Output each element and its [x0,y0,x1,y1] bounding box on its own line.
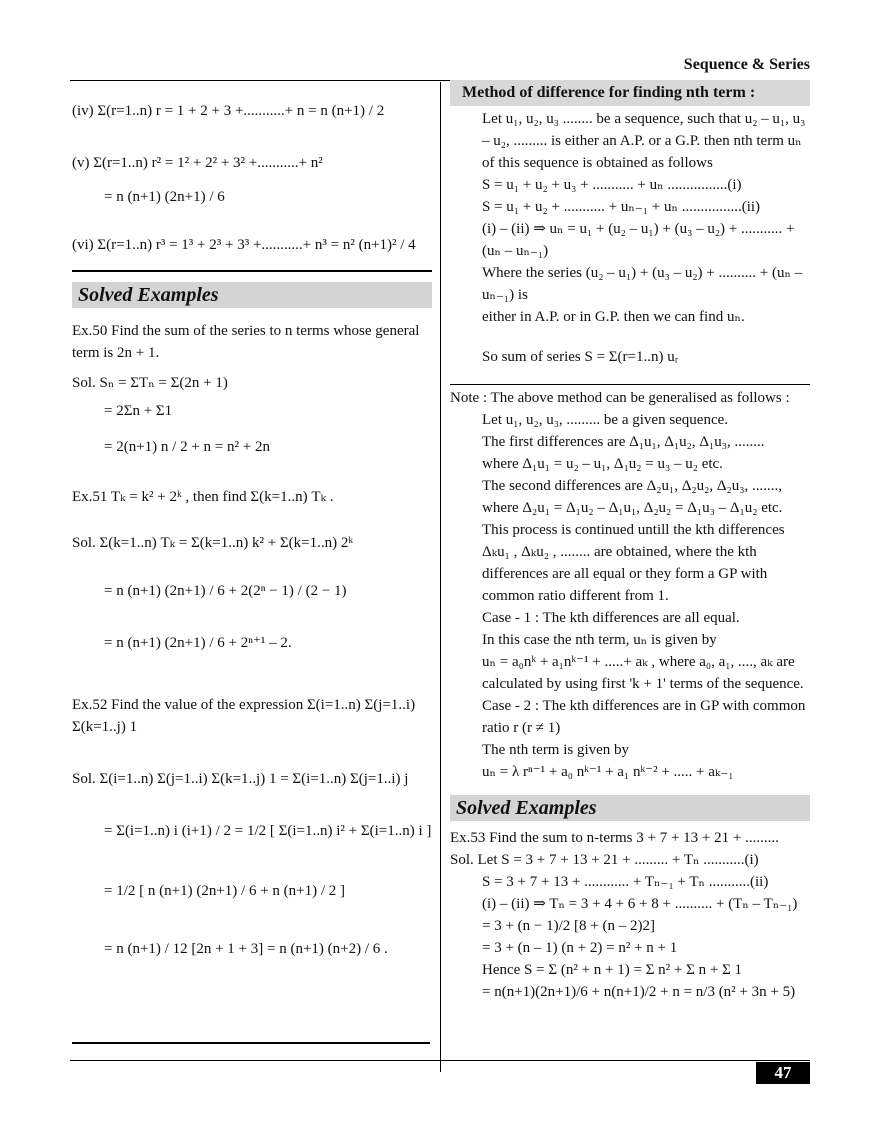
ex53-question: Ex.53 Find the sum to n-terms 3 + 7 + 13… [450,830,779,846]
method-either: either in A.P. or in G.P. then we can fi… [482,309,745,325]
method-intro: Let u₁, u₂, u₃ ........ be a sequence, s… [482,111,806,171]
ex53-sol-line4: = 3 + (n − 1)/2 [8 + (n – 2)2] [482,918,655,934]
ex51-sol-line2: = n (n+1) (2n+1) / 6 + 2(2ⁿ − 1) / (2 − … [104,583,347,599]
ex50-sol-line3: = 2(n+1) n / 2 + n = n² + 2n [104,439,270,455]
method-eq2: S = u₁ + u₂ + ........... + uₙ₋₁ + uₙ ..… [482,199,761,215]
note-line1: Let u₁, u₂, u₃, ......... be a given seq… [482,412,729,428]
note-line3: where Δ₁u₁ = u₂ – u₁, Δ₁u₂ = u₃ – u₂ etc… [482,456,723,472]
left-column: (iv) Σ(r=1..n) r = 1 + 2 + 3 +..........… [72,92,432,960]
ex52-sol-line3: = 1/2 [ n (n+1) (2n+1) / 6 + n (n+1) / 2… [104,883,346,899]
method-heading: Method of difference for finding nth ter… [450,80,810,106]
page-number: 47 [756,1062,810,1084]
ex53-sol-line3: (i) – (ii) ⇒ Tₙ = 3 + 4 + 6 + 8 + ......… [482,896,798,912]
formula-v: (v) Σ(r=1..n) r² = 1² + 2² + 3² +.......… [72,155,323,171]
note-line2: The first differences are Δ₁u₁, Δ₁u₂, Δ₁… [482,434,765,450]
note-line5: where Δ₂u₁ = Δ₁u₂ – Δ₁u₁, Δ₂u₂ = Δ₁u₃ – … [482,500,783,516]
running-header: Sequence & Series [683,56,810,73]
ex51-sol-line3: = n (n+1) (2n+1) / 6 + 2ⁿ⁺¹ – 2. [104,635,292,651]
ex52-sol-line4: = n (n+1) / 12 [2n + 1 + 3] = n (n+1) (n… [104,941,388,957]
note-line4: The second differences are Δ₂u₁, Δ₂u₂, Δ… [482,478,782,494]
formula-vi: (vi) Σ(r=1..n) r³ = 1³ + 2³ + 3³ +......… [72,237,416,253]
case2-heading: Case - 2 : The kth differences are in GP… [482,698,806,736]
ex52-sol-line1: Sol. Σ(i=1..n) Σ(j=1..i) Σ(k=1..j) 1 = Σ… [72,771,409,787]
case1-line1: In this case the nth term, uₙ is given b… [482,632,717,648]
header-rule [70,80,810,81]
solved-examples-heading-2: Solved Examples [450,795,810,821]
ex53-sol-line2: S = 3 + 7 + 13 + ............ + Tₙ₋₁ + T… [482,874,769,890]
case2-line1: The nth term is given by [482,742,630,758]
method-eq3: (i) – (ii) ⇒ uₙ = u₁ + (u₂ – u₁) + (u₃ –… [482,221,795,259]
ex53-sol-line7: = n(n+1)(2n+1)/6 + n(n+1)/2 + n = n/3 (n… [482,984,796,1000]
right-column: Method of difference for finding nth ter… [450,80,810,1003]
method-eq1: S = u₁ + u₂ + u₃ + ........... + uₙ ....… [482,177,742,193]
ex51-sol-line1: Sol. Σ(k=1..n) Tₖ = Σ(k=1..n) k² + Σ(k=1… [72,535,354,551]
footer-rule [70,1060,810,1061]
column-divider [440,82,441,1072]
formula-v-result: = n (n+1) (2n+1) / 6 [104,189,225,205]
ex53-sol-line5: = 3 + (n – 1) (n + 2) = n² + n + 1 [482,940,678,956]
method-sum: So sum of series S = Σ(r=1..n) uᵣ [482,349,679,365]
case2-line2: uₙ = λ rⁿ⁻¹ + a₀ nᵏ⁻¹ + a₁ nᵏ⁻² + ..... … [482,764,734,780]
ex52-sol-line2: = Σ(i=1..n) i (i+1) / 2 = 1/2 [ Σ(i=1..n… [104,823,432,839]
formula-iv: (iv) Σ(r=1..n) r = 1 + 2 + 3 +..........… [72,103,385,119]
note-line6: This process is continued untill the kth… [482,522,785,604]
left-bottom-rule [72,1042,430,1044]
ex51-question: Ex.51 Tₖ = k² + 2ᵏ , then find Σ(k=1..n)… [72,489,334,505]
ex50-sol-line1: Sol. Sₙ = ΣTₙ = Σ(2n + 1) [72,375,228,391]
case1-heading: Case - 1 : The kth differences are all e… [482,610,740,626]
note-rule [450,384,810,385]
ex50-sol-line2: = 2Σn + Σ1 [104,403,173,419]
ex52-question: Ex.52 Find the value of the expression Σ… [72,697,416,735]
ex53-sol-line1: Sol. Let S = 3 + 7 + 13 + 21 + .........… [450,852,759,868]
method-where: Where the series (u₂ – u₁) + (u₃ – u₂) +… [482,265,803,303]
ex53-sol-line6: Hence S = Σ (n² + n + 1) = Σ n² + Σ n + … [482,962,743,978]
case1-line2: uₙ = a₀nᵏ + a₁nᵏ⁻¹ + .....+ aₖ , where a… [482,654,804,692]
solved-examples-heading: Solved Examples [72,282,432,308]
ex50-question: Ex.50 Find the sum of the series to n te… [72,323,420,361]
note-heading: Note : The above method can be generalis… [450,390,790,406]
section-rule [72,270,432,272]
